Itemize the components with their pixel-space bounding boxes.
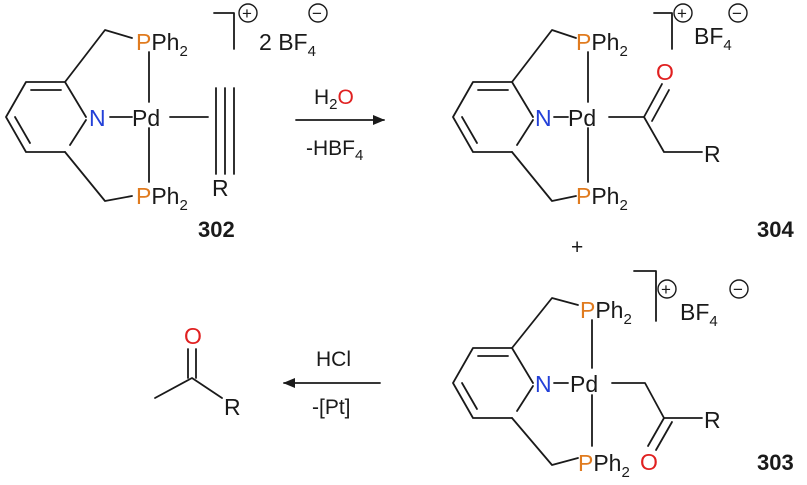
palladium-atom-303: Pd xyxy=(570,371,598,397)
ch2-arm-top-304 xyxy=(511,29,577,83)
palladium-atom-304: Pd xyxy=(568,105,596,131)
counterion-302: 2 BF4 xyxy=(259,29,316,60)
charge-bracket-303 xyxy=(633,270,657,322)
plus-charge-circle-302 xyxy=(238,3,258,23)
ring-double-bond-303c xyxy=(516,385,534,412)
pyridine-ring-302 xyxy=(5,81,87,153)
phosphorus-atom-top-303: PPh2 xyxy=(580,297,632,328)
ch2-arm-bottom-303 xyxy=(511,417,579,466)
counterion-304: BF4 xyxy=(694,23,732,54)
oxygen-atom-304: O xyxy=(656,59,674,85)
compound-302-structure: PPh2 N Pd PPh2 R + 2 BF4 − 302 xyxy=(5,3,328,242)
ch2-arm-bottom-302 xyxy=(64,151,133,202)
compound-label-302: 302 xyxy=(198,217,235,242)
phosphorus-atom-top-304: PPh2 xyxy=(576,29,628,60)
phosphorus-atom-bottom-304: PPh2 xyxy=(576,183,628,214)
forward-reagent: H2O xyxy=(314,86,354,113)
plus-charge-302: + xyxy=(242,4,252,23)
minus-charge-304: − xyxy=(732,4,742,23)
ch2-r-chain-304 xyxy=(643,116,703,153)
plus-charge-circle-304 xyxy=(673,3,693,23)
counterion-303: BF4 xyxy=(680,299,718,330)
carbonyl-bond-304a xyxy=(643,83,663,118)
ring-double-bond-304c xyxy=(516,119,534,146)
compound-303-structure: PPh2 N Pd PPh2 O R + BF4 − 303 xyxy=(452,270,794,481)
phosphorus-atom-bottom-302: PPh2 xyxy=(136,183,188,214)
compound-label-303: 303 xyxy=(757,450,794,475)
ring-double-bond-303b xyxy=(461,382,478,410)
ketone-r-group: R xyxy=(224,394,241,420)
carbonyl-bond-303a xyxy=(647,417,665,447)
backward-byproduct: -[Pt] xyxy=(312,396,351,419)
plus-charge-circle-303 xyxy=(657,279,677,299)
forward-byproduct: -HBF4 xyxy=(306,137,363,164)
oxygen-atom-303: O xyxy=(640,449,658,475)
ch2-arm-top-303 xyxy=(511,297,579,349)
r-group-302: R xyxy=(212,175,229,201)
phosphorus-atom-top-302: PPh2 xyxy=(136,29,188,60)
r-group-304: R xyxy=(704,141,721,167)
ring-double-bond-302c xyxy=(69,119,87,146)
ch2-arm-bottom-304 xyxy=(511,151,577,202)
charge-bracket-302 xyxy=(213,12,235,50)
charge-bracket-304 xyxy=(653,12,673,50)
ch2-arm-top-302 xyxy=(64,29,133,83)
plus-sign: + xyxy=(571,236,583,259)
pyridine-ring-303 xyxy=(452,347,534,419)
pyridine-ring-304 xyxy=(452,81,534,153)
backward-reagent: HCl xyxy=(316,348,351,371)
carbonyl-bond-304b xyxy=(651,89,670,122)
minus-charge-circle-302 xyxy=(308,3,328,23)
minus-charge-302: − xyxy=(312,4,322,23)
backward-reaction-arrow: HCl -[Pt] xyxy=(283,348,381,419)
forward-reaction-arrow: H2O -HBF4 xyxy=(295,86,385,164)
carbonyl-bond-303b xyxy=(655,421,673,451)
minus-charge-circle-303 xyxy=(729,279,749,299)
pd-ch2-chain-303 xyxy=(611,382,703,419)
nitrogen-atom-303: N xyxy=(535,371,552,397)
ring-double-bond-304b xyxy=(461,116,478,144)
nitrogen-atom-302: N xyxy=(89,105,106,131)
r-group-303: R xyxy=(704,407,721,433)
minus-charge-circle-304 xyxy=(728,3,748,23)
ketone-skeleton xyxy=(154,377,223,399)
palladium-atom-302: Pd xyxy=(132,105,160,131)
phosphorus-atom-bottom-303: PPh2 xyxy=(578,450,630,481)
ring-double-bond-302b xyxy=(14,116,31,144)
ketone-oxygen-atom: O xyxy=(184,323,202,349)
compound-label-304: 304 xyxy=(757,217,794,242)
plus-charge-303: + xyxy=(661,280,671,299)
compound-304-structure: PPh2 N Pd PPh2 O R + BF4 − 304 xyxy=(452,3,794,242)
nitrogen-atom-304: N xyxy=(535,105,552,131)
ketone-product-structure: O R xyxy=(154,323,241,420)
plus-charge-304: + xyxy=(677,4,687,23)
minus-charge-303: − xyxy=(733,280,743,299)
